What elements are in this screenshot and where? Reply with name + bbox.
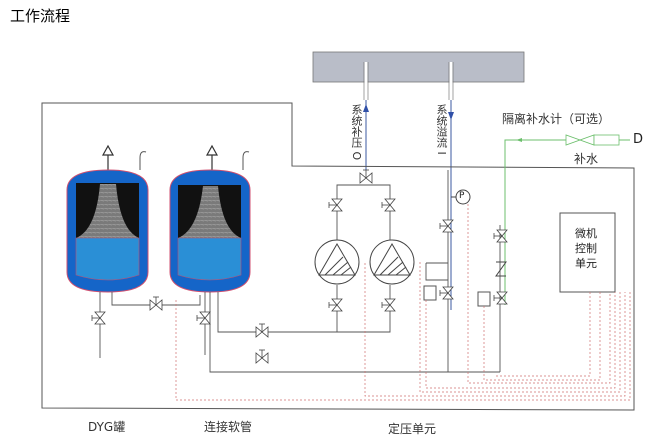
inlet-label: D — [633, 132, 644, 147]
dyg-tank-1 — [66, 144, 149, 293]
hose-label: 连接软管 — [204, 420, 253, 434]
controller-line-3: 单元 — [575, 257, 597, 270]
system-overflow-label: 系统溢流 I — [435, 104, 448, 155]
controller-box — [559, 212, 616, 293]
pump-2 — [369, 239, 415, 285]
system-supply-label: 系统补压 O — [350, 104, 363, 161]
gauge-label: P — [459, 191, 465, 201]
tank-label: DYG罐 — [88, 420, 126, 434]
controller-label: 微机 控制 单元 — [575, 226, 597, 271]
controller-line-2: 控制 — [575, 242, 597, 255]
makeup-water-label: 补水 — [574, 152, 599, 166]
header-pipe — [312, 51, 525, 83]
page-title: 工作流程 — [10, 7, 71, 25]
dyg-tank-2 — [169, 144, 251, 293]
optional-meter-label: 隔离补水计（可选） — [502, 112, 611, 126]
controller-line-1: 微机 — [575, 227, 597, 240]
unit-label: 定压单元 — [388, 422, 437, 436]
pump-1 — [314, 239, 360, 285]
